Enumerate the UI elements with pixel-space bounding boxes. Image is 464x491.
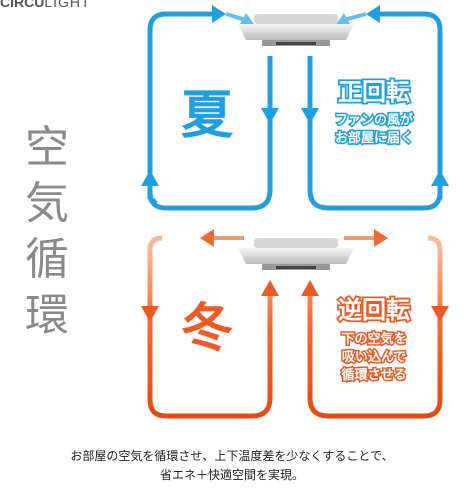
- title-char-1: 空: [25, 122, 69, 173]
- summer-right-inner-loop: [307, 67, 443, 211]
- title-char-4: 環: [25, 290, 69, 341]
- summer-diagram: [141, 5, 449, 211]
- winter-right-down-arrow: [431, 306, 449, 322]
- winter-left-down-arrow: [141, 306, 159, 322]
- winter-season-label: 冬: [181, 299, 233, 359]
- summer-fan-light: [238, 14, 354, 46]
- summer-left-top-arrow: [212, 5, 226, 23]
- caption-line-2: 省エネ＋快適空間を実現。: [159, 468, 304, 482]
- summer-down-arrow-right: [301, 108, 319, 124]
- winter-top-right-arrow: [374, 229, 388, 247]
- winter-top-left-arrow: [200, 229, 214, 247]
- summer-right-top-arrow: [366, 5, 380, 23]
- winter-desc-line-1: 下の空気を: [341, 331, 406, 347]
- winter-right-up-arrow: [301, 280, 319, 296]
- title-char-2: 気: [25, 178, 69, 229]
- summer-season-label: 夏: [181, 86, 234, 146]
- winter-desc-line-3: 循環させる: [341, 367, 406, 383]
- logo-suffix: LIGHT: [44, 0, 91, 10]
- logo-prefix: CIRCU: [0, 0, 45, 10]
- summer-left-up-arrow: [141, 170, 159, 186]
- title-char-3: 循: [25, 234, 69, 285]
- summer-down-arrow-left: [261, 108, 279, 124]
- winter-mode-label: 逆回転: [338, 296, 410, 324]
- winter-fan-light: [238, 238, 354, 270]
- summer-right-up-arrow: [431, 170, 449, 186]
- caption-line-1: お部屋の空気を循環させ、上下温度差を少なくすることで、: [70, 449, 394, 463]
- vertical-title: 空 気 循 環: [22, 120, 72, 344]
- winter-right-loop: [307, 247, 443, 419]
- winter-left-up-arrow: [261, 280, 279, 296]
- summer-left-inner-loop: [147, 67, 273, 211]
- summer-desc-line-2: お部屋に届く: [335, 130, 413, 146]
- winter-diagram: [141, 229, 449, 419]
- summer-left-loop: [147, 11, 217, 201]
- brand-logo: CIRCULIGHT: [0, 0, 91, 10]
- summer-desc-line-1: ファンの風が: [335, 112, 413, 128]
- winter-left-loop: [147, 247, 273, 419]
- caption: お部屋の空気を循環させ、上下温度差を少なくすることで、 省エネ＋快適空間を実現。: [0, 447, 464, 485]
- winter-desc-line-2: 吸い込んで: [342, 349, 406, 365]
- summer-right-loop: [375, 11, 443, 201]
- summer-mode-label: 正回転: [338, 78, 410, 106]
